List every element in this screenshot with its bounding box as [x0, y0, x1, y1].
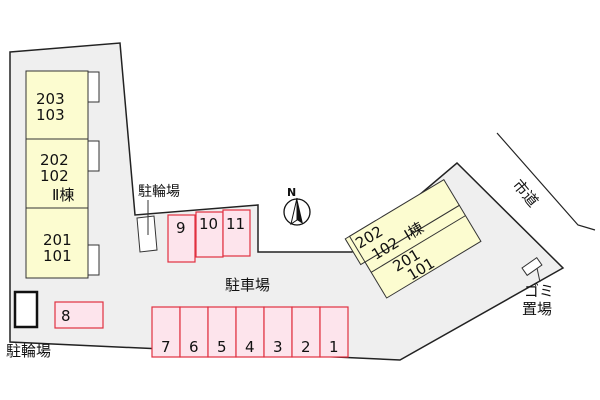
road-label: 市道 — [509, 176, 542, 211]
parking-label-3: 3 — [273, 338, 283, 356]
unit-202: 202 — [40, 151, 69, 169]
bicycle-parking-1 — [136, 215, 158, 253]
parking-label-5: 5 — [217, 338, 227, 356]
parking-label-9: 9 — [176, 219, 186, 237]
parking-label-4: 4 — [245, 338, 255, 356]
parking-label-10: 10 — [199, 215, 218, 233]
bicycle-parking-label-2: 駐輪場 — [6, 342, 51, 360]
parking-label-8: 8 — [61, 307, 71, 325]
parking-space-10 — [195, 211, 224, 258]
parking-space-11 — [222, 209, 251, 257]
garbage-label-1: ゴミ — [524, 282, 554, 300]
unit-101: 101 — [43, 247, 72, 265]
parking-top — [167, 209, 251, 263]
parking-space-2 — [291, 306, 321, 358]
parking-label-2: 2 — [301, 338, 311, 356]
car-parking-label: 駐車場 — [225, 276, 270, 294]
north-compass-icon: N — [283, 186, 311, 226]
bicycle-parking-label-1: 駐輪場 — [138, 183, 180, 200]
parking-space-8 — [54, 301, 104, 329]
unit-201: 201 — [43, 231, 72, 249]
parking-label-11: 11 — [226, 215, 245, 233]
parking-space-5 — [207, 306, 237, 358]
parking-label-1: 1 — [329, 338, 339, 356]
unit-102: 102 — [40, 167, 69, 185]
garbage-label-2: 置場 — [522, 300, 552, 318]
road-edge — [496, 132, 596, 231]
garbage-area — [521, 256, 543, 277]
parking-label-6: 6 — [189, 338, 199, 356]
parking-space-9 — [167, 214, 196, 263]
parking-space-1 — [319, 306, 349, 358]
parking-space-7 — [151, 306, 181, 358]
building-1: 202 102 Ⅰ棟 201 101 — [344, 178, 482, 299]
parking-label-7: 7 — [161, 338, 171, 356]
parking-space-6 — [179, 306, 209, 358]
building-2: 203 103 202 102 Ⅱ棟 201 101 — [25, 70, 100, 279]
svg-text:N: N — [287, 186, 296, 199]
building-2-label: Ⅱ棟 — [52, 186, 74, 204]
unit-203: 203 — [36, 90, 65, 108]
unit-103: 103 — [36, 106, 65, 124]
bicycle-parking-2 — [13, 290, 39, 329]
